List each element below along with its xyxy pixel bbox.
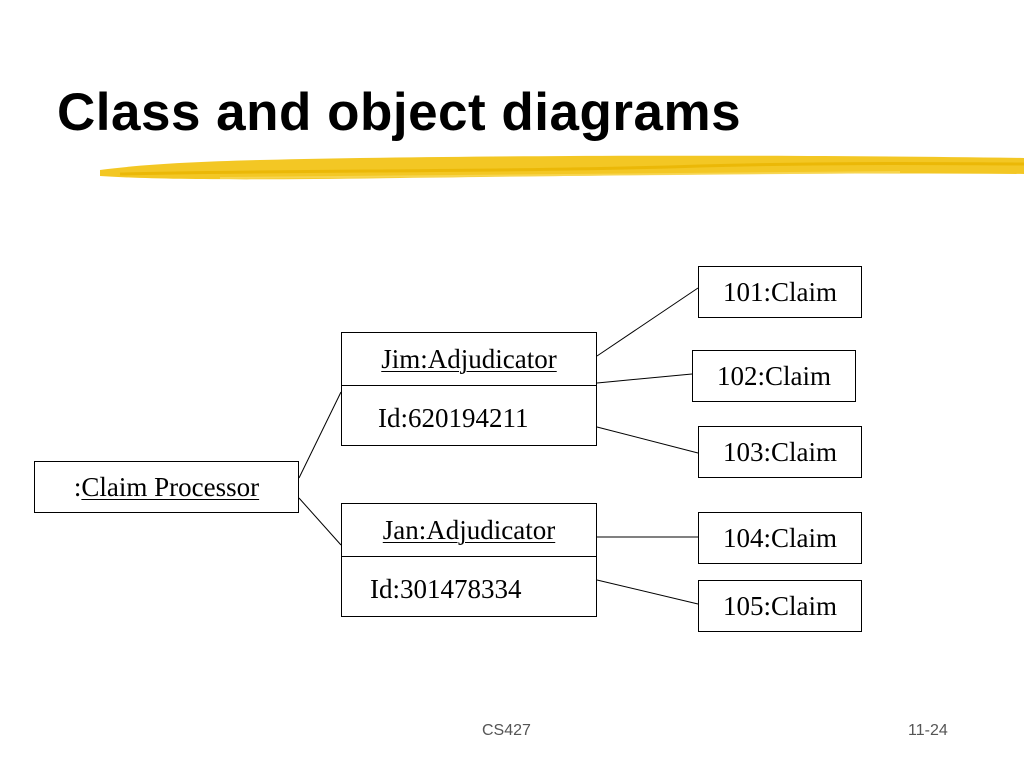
claim-processor-label: Claim Processor [81, 471, 260, 502]
claim-processor-object: :Claim Processor [34, 461, 299, 513]
adjudicator-name-compartment: Jan:Adjudicator [342, 504, 596, 557]
claim-object-104: 104:Claim [698, 512, 862, 564]
slide-title: Class and object diagrams [57, 83, 742, 142]
link-jan-claim-105 [596, 579, 699, 605]
title-highlight-stroke [100, 155, 1024, 180]
claim-object-105: 105:Claim [698, 580, 862, 632]
claim-object-102: 102:Claim [692, 350, 856, 402]
link-processor-jim [298, 391, 342, 479]
adjudicator-object-jim: Jim:Adjudicator Id:620194211 [341, 332, 597, 446]
claim-object-103: 103:Claim [698, 426, 862, 478]
link-jim-claim-101 [596, 287, 699, 357]
footer-course: CS427 [482, 722, 531, 739]
adjudicator-object-jan: Jan:Adjudicator Id:301478334 [341, 503, 597, 617]
link-jim-claim-102 [596, 373, 693, 384]
claim-processor-prefix: : [73, 471, 82, 502]
adjudicator-attribute: Id:620194211 [378, 403, 529, 433]
link-jim-claim-103 [596, 426, 699, 454]
claim-object-101: 101:Claim [698, 266, 862, 318]
adjudicator-name: Jim:Adjudicator [381, 343, 557, 374]
footer-page-number: 11-24 [908, 722, 948, 739]
link-processor-jan [298, 497, 342, 546]
adjudicator-name: Jan:Adjudicator [382, 514, 556, 545]
adjudicator-attribute: Id:301478334 [370, 574, 522, 604]
adjudicator-name-compartment: Jim:Adjudicator [342, 333, 596, 386]
